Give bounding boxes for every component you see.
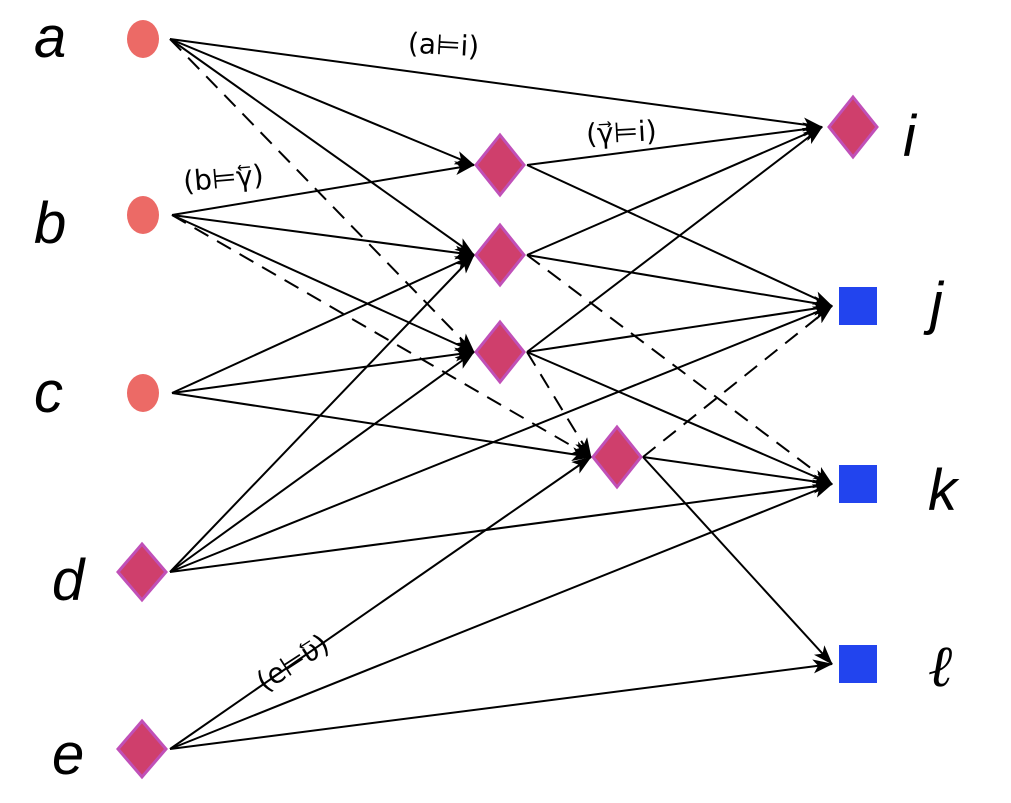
edge-h2-i bbox=[526, 126, 823, 256]
node-hidden-3 bbox=[474, 319, 526, 385]
label-e: e bbox=[52, 722, 84, 787]
node-l bbox=[839, 645, 877, 683]
edge-d-h2 bbox=[169, 254, 475, 573]
node-c bbox=[127, 374, 159, 412]
node-hidden-2 bbox=[474, 222, 526, 288]
node-e bbox=[116, 718, 168, 780]
edge-e-h4 bbox=[169, 456, 592, 750]
edge-h3-h4 bbox=[526, 351, 592, 458]
label-l: ℓ bbox=[928, 634, 952, 699]
edge-h3-k bbox=[526, 351, 833, 485]
label-a: a bbox=[34, 5, 66, 70]
edge-h3-j bbox=[526, 301, 833, 353]
label-b: b bbox=[34, 191, 66, 256]
edge-h2-k bbox=[526, 254, 833, 485]
edge-a-h2 bbox=[169, 38, 475, 256]
label-d: d bbox=[52, 548, 86, 613]
node-i bbox=[827, 94, 879, 160]
edge-h2-j bbox=[526, 254, 833, 310]
node-labels: a b c d e i j k ℓ bbox=[34, 5, 960, 787]
node-hidden-1 bbox=[474, 132, 526, 198]
edge-b-h2 bbox=[171, 214, 475, 260]
node-b bbox=[127, 196, 159, 234]
label-j: j bbox=[923, 271, 945, 336]
node-k bbox=[839, 465, 877, 503]
node-d bbox=[116, 541, 168, 603]
edge-label-gamma-i: (γ⃗⊨i) bbox=[585, 114, 657, 151]
nodes bbox=[116, 20, 879, 780]
edge-h1-i bbox=[526, 122, 823, 166]
edge-label-b-gamma: (b⊨γ⃖) bbox=[182, 158, 265, 198]
edge-a-h1 bbox=[169, 38, 475, 166]
node-hidden-4 bbox=[591, 424, 643, 490]
edge-h4-l bbox=[642, 456, 833, 665]
edge-h3-i bbox=[526, 126, 823, 353]
label-c: c bbox=[34, 360, 63, 425]
edge-a-h3 bbox=[169, 38, 475, 353]
node-a bbox=[127, 20, 159, 58]
label-k: k bbox=[928, 458, 960, 523]
edge-h4-j bbox=[642, 305, 833, 458]
edge-e-l bbox=[169, 659, 833, 750]
edge-h4-k bbox=[642, 456, 833, 489]
edge-c-h2 bbox=[171, 254, 475, 394]
node-j bbox=[839, 287, 877, 325]
edge-b-h3 bbox=[171, 214, 475, 353]
edge-labels: (a⊨i) (γ⃗⊨i) (b⊨γ⃖) (e⊨υ⃖) bbox=[182, 27, 658, 699]
edge-c-h4 bbox=[171, 392, 592, 462]
edge-a-i bbox=[169, 38, 823, 132]
edges bbox=[169, 38, 833, 750]
edge-c-h3 bbox=[171, 347, 475, 394]
edge-e-k bbox=[169, 483, 833, 750]
edge-label-a-i: (a⊨i) bbox=[407, 27, 480, 64]
edge-d-k bbox=[169, 479, 833, 573]
edge-d-h3 bbox=[169, 351, 475, 573]
edge-b-h1 bbox=[171, 161, 475, 216]
edge-d-j bbox=[169, 305, 833, 573]
label-i: i bbox=[903, 104, 918, 169]
edge-b-h4 bbox=[171, 214, 592, 458]
